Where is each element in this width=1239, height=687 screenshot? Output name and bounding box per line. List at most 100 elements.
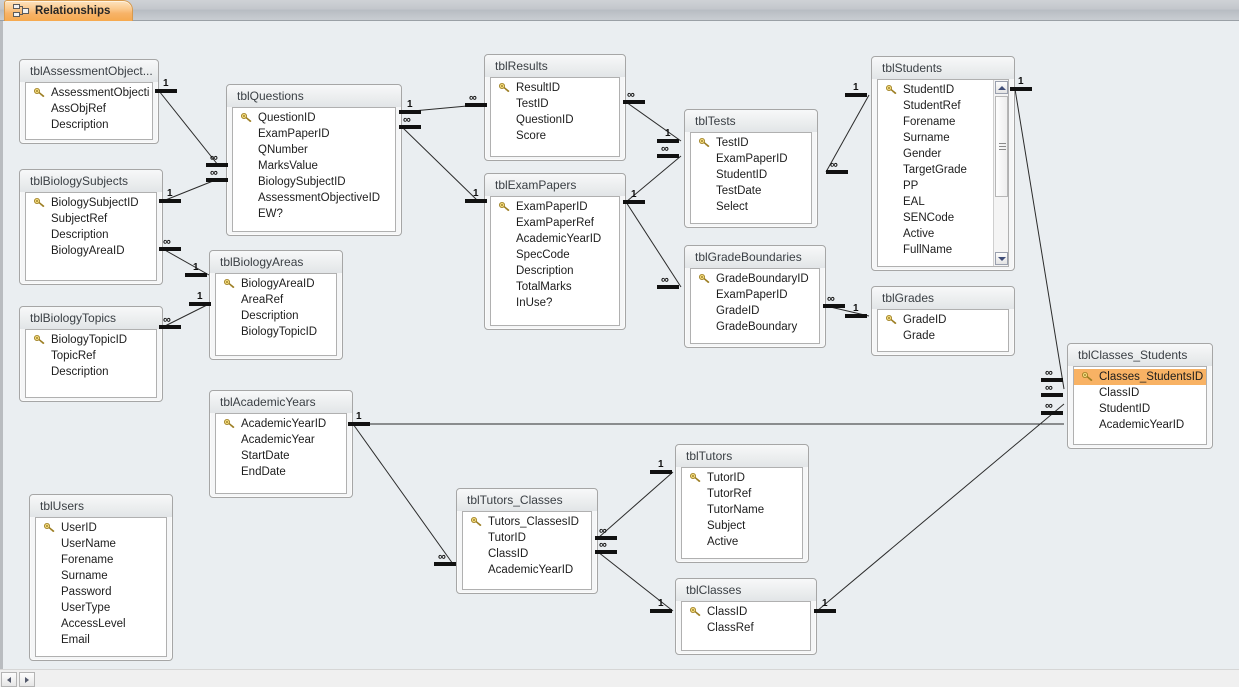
field-row[interactable]: Password xyxy=(36,584,166,600)
scroll-down-icon[interactable] xyxy=(995,252,1008,265)
field-row[interactable]: Classes_StudentsID xyxy=(1074,369,1206,385)
field-row[interactable]: BiologyTopicID xyxy=(216,324,336,340)
field-row[interactable]: TutorID xyxy=(463,530,591,546)
field-row[interactable]: ExamPaperID xyxy=(691,151,811,167)
tab-relationships[interactable]: Relationships xyxy=(4,0,134,21)
field-row[interactable]: Forename xyxy=(36,552,166,568)
field-row[interactable]: GradeBoundary xyxy=(691,319,819,335)
field-row[interactable]: Active xyxy=(878,226,1008,242)
field-row[interactable]: AssessmentObjecti xyxy=(26,85,152,101)
relationship-line[interactable] xyxy=(625,201,682,288)
field-row[interactable]: ClassID xyxy=(463,546,591,562)
field-row[interactable]: BiologySubjectID xyxy=(233,174,395,190)
field-row[interactable]: Subject xyxy=(682,518,802,534)
field-row[interactable]: Active xyxy=(682,534,802,550)
horizontal-scrollbar[interactable] xyxy=(0,669,1239,687)
field-row[interactable]: Grade xyxy=(878,328,1008,344)
field-row[interactable]: TargetGrade xyxy=(878,162,1008,178)
field-row[interactable]: FullName xyxy=(878,242,1008,258)
field-row[interactable]: UserID xyxy=(36,520,166,536)
field-row[interactable]: StudentRef xyxy=(878,98,1008,114)
field-row[interactable]: Select xyxy=(691,199,811,215)
field-row[interactable]: GradeID xyxy=(878,312,1008,328)
field-row[interactable]: Surname xyxy=(878,130,1008,146)
field-row[interactable]: Forename xyxy=(878,114,1008,130)
scroll-right-icon[interactable] xyxy=(19,672,35,687)
field-row[interactable]: Tutors_ClassesID xyxy=(463,514,591,530)
field-row[interactable]: Surname xyxy=(36,568,166,584)
field-row[interactable]: Description xyxy=(491,263,619,279)
field-row[interactable]: UserType xyxy=(36,600,166,616)
field-row[interactable]: QuestionID xyxy=(233,110,395,126)
field-row[interactable]: AcademicYearID xyxy=(463,562,591,578)
field-row[interactable]: AcademicYear xyxy=(216,432,346,448)
field-row[interactable]: ClassRef xyxy=(682,620,810,636)
field-row[interactable]: InUse? xyxy=(491,295,619,311)
field-row[interactable]: BiologyAreaID xyxy=(26,243,156,259)
field-row[interactable]: ExamPaperID xyxy=(233,126,395,142)
field-row[interactable]: ClassID xyxy=(682,604,810,620)
scrollbar-thumb[interactable] xyxy=(995,96,1008,197)
field-row[interactable]: ExamPaperID xyxy=(491,199,619,215)
field-row[interactable]: GradeID xyxy=(691,303,819,319)
field-row[interactable]: QuestionID xyxy=(491,112,619,128)
field-row[interactable]: GradeBoundaryID xyxy=(691,271,819,287)
field-row[interactable]: Email xyxy=(36,632,166,648)
field-row[interactable]: TutorID xyxy=(682,470,802,486)
field-row[interactable]: AcademicYearID xyxy=(491,231,619,247)
field-row[interactable]: StudentID xyxy=(1074,401,1206,417)
field-row[interactable]: SENCode xyxy=(878,210,1008,226)
relationship-line[interactable] xyxy=(816,403,1065,612)
scroll-left-icon[interactable] xyxy=(1,672,17,687)
field-row[interactable]: ExamPaperRef xyxy=(491,215,619,231)
field-row[interactable]: AcademicYearID xyxy=(1074,417,1206,433)
relationship-line[interactable] xyxy=(625,101,682,142)
field-row[interactable]: QNumber xyxy=(233,142,395,158)
field-row[interactable]: StartDate xyxy=(216,448,346,464)
field-row[interactable]: Description xyxy=(216,308,336,324)
field-row[interactable]: BiologyAreaID xyxy=(216,276,336,292)
field-row[interactable]: AreaRef xyxy=(216,292,336,308)
field-row[interactable]: Description xyxy=(26,227,156,243)
field-row[interactable]: TestID xyxy=(491,96,619,112)
field-row[interactable]: TestID xyxy=(691,135,811,151)
field-row[interactable]: MarksValue xyxy=(233,158,395,174)
field-row[interactable]: TotalMarks xyxy=(491,279,619,295)
field-row[interactable]: TestDate xyxy=(691,183,811,199)
field-row[interactable]: Score xyxy=(491,128,619,144)
field-row[interactable]: EndDate xyxy=(216,464,346,480)
field-row[interactable]: ClassID xyxy=(1074,385,1206,401)
relationship-line[interactable] xyxy=(401,126,479,202)
field-row[interactable]: EW? xyxy=(233,206,395,222)
field-row[interactable]: TutorRef xyxy=(682,486,802,502)
field-row[interactable]: AcademicYearID xyxy=(216,416,346,432)
field-row[interactable]: StudentID xyxy=(878,82,1008,98)
relationship-line[interactable] xyxy=(597,471,674,539)
field-row[interactable]: TutorName xyxy=(682,502,802,518)
field-list-scrollbar[interactable] xyxy=(993,80,1008,266)
relationship-line[interactable] xyxy=(162,248,210,276)
field-row[interactable]: EAL xyxy=(878,194,1008,210)
field-row[interactable]: BiologyTopicID xyxy=(26,332,156,348)
field-row[interactable]: PP xyxy=(878,178,1008,194)
field-row[interactable]: AssObjRef xyxy=(26,101,152,117)
field-row[interactable]: ExamPaperID xyxy=(691,287,819,303)
